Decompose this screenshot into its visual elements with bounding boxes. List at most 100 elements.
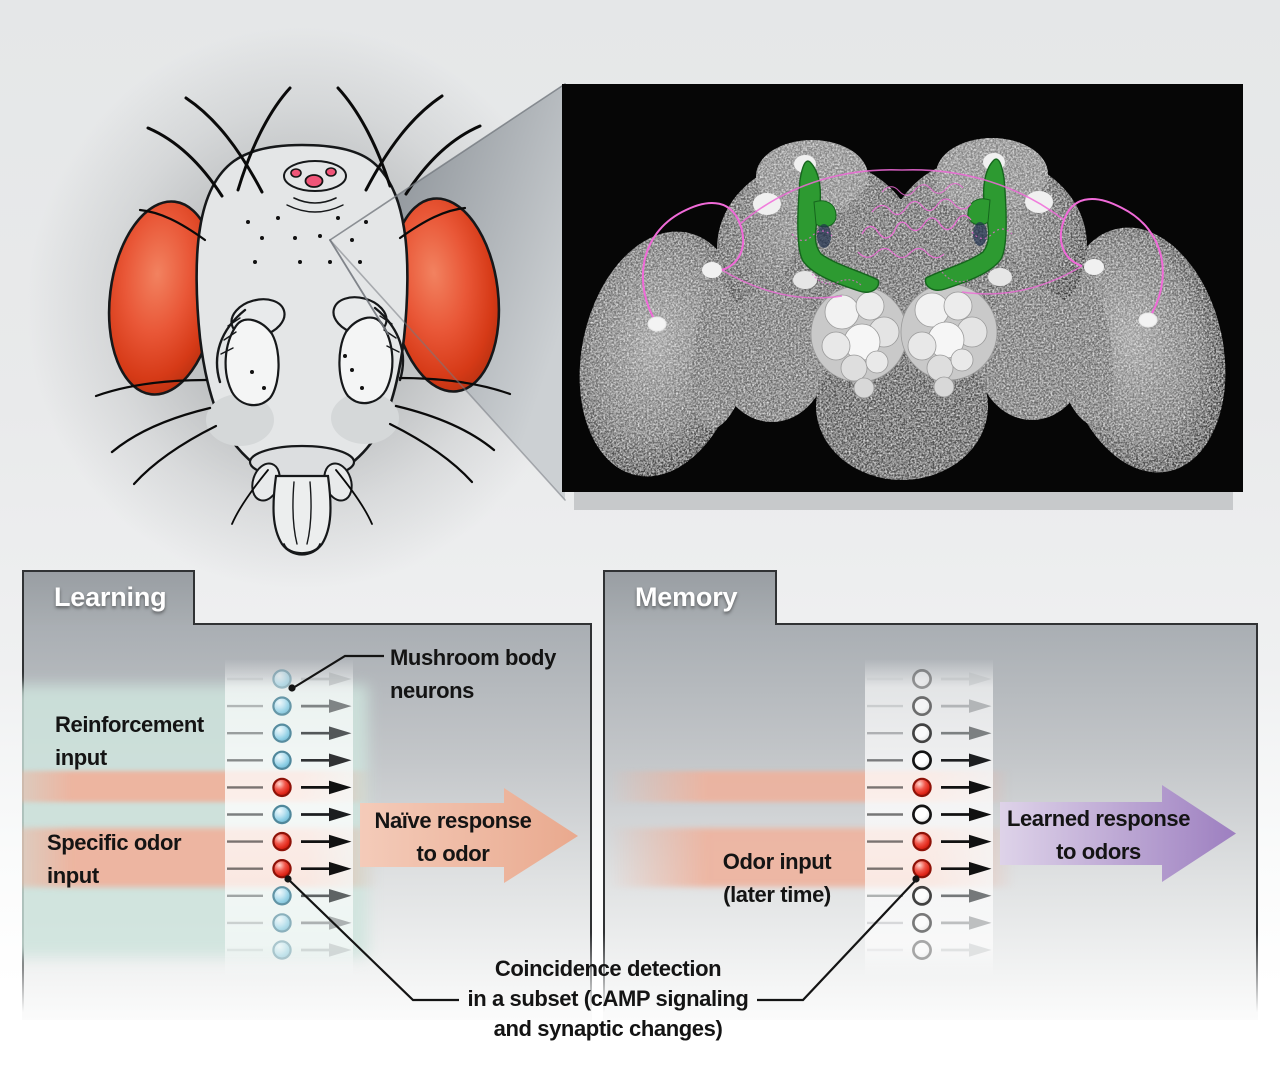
neuron: [912, 669, 932, 689]
output-arrow: [329, 861, 352, 876]
ocellus-center: [304, 174, 324, 188]
neuron-row: [867, 669, 992, 689]
neuron-row: [227, 831, 352, 852]
learning-panel: Naïve response to odor Reinforcement inp…: [22, 570, 592, 1020]
fly-eye-right: [389, 197, 501, 393]
output-arrow: [329, 916, 352, 930]
neuron-row: [227, 777, 352, 798]
odor-input-later-label: Odor input (later time): [722, 849, 832, 907]
head-bristles: [94, 86, 512, 525]
neuron-row: [867, 804, 992, 825]
mushroom-body-neurons-label: Mushroom body neurons: [390, 645, 556, 703]
neuron: [912, 750, 932, 771]
panel-border: [22, 623, 592, 625]
antenna-right: [332, 296, 405, 405]
active-neuron: [272, 777, 292, 798]
neuron: [912, 912, 932, 933]
reinforcement-input-label: Reinforcement input: [55, 712, 204, 770]
neuron: [272, 669, 292, 689]
neuron: [272, 723, 292, 743]
face-speckles: [246, 216, 368, 390]
output-arrow: [329, 672, 352, 686]
neuron-row: [867, 696, 992, 717]
neuron-row: [227, 804, 352, 825]
neuron-row: [867, 858, 992, 879]
active-neuron: [912, 777, 932, 798]
ocellus-right: [325, 167, 337, 177]
memory-title: Memory: [635, 582, 738, 612]
neuron-row: [867, 777, 992, 798]
brain-image-shadow: [574, 492, 1233, 510]
background-glow: [27, 26, 577, 590]
neuron: [912, 723, 932, 744]
neuron: [272, 940, 292, 960]
neuron: [272, 750, 292, 771]
active-neuron: [272, 858, 292, 879]
output-arrow: [329, 780, 352, 795]
output-arrow: [329, 699, 352, 713]
neuron-row: [867, 723, 992, 744]
neuron-row: [867, 831, 992, 852]
fly-eye-left: [107, 200, 219, 396]
output-arrow: [329, 889, 352, 903]
neuron-row: [227, 886, 352, 906]
proboscis: [248, 444, 356, 556]
neuron-row: [227, 858, 352, 879]
neuron-row: [227, 913, 352, 933]
memory-tab: Memory: [603, 570, 777, 625]
output-arrow: [969, 834, 992, 849]
output-arrow: [969, 916, 992, 930]
learned-response-label: Learned response to odors: [1006, 806, 1191, 864]
active-neuron: [912, 831, 932, 852]
projection-wedge: [330, 84, 565, 500]
neuron-traces-magenta: [641, 168, 1164, 332]
learning-title: Learning: [54, 582, 167, 612]
learned-response-arrow: [1000, 785, 1236, 882]
fly-head: [94, 83, 566, 556]
coincidence-detection-label: Coincidence detection in a subset (cAMP …: [467, 956, 749, 1041]
brain-micrograph: [562, 84, 1243, 492]
learning-tab: Learning: [22, 570, 195, 625]
output-arrow: [969, 889, 992, 903]
neuron: [912, 940, 932, 960]
output-arrow: [969, 861, 992, 876]
antenna-left: [215, 298, 286, 407]
neuron: [272, 696, 292, 716]
output-arrow: [969, 726, 992, 740]
output-arrow: [329, 943, 352, 957]
active-neuron: [272, 831, 292, 852]
output-arrow: [969, 780, 992, 795]
mushroom-bodies-green: [797, 158, 1007, 293]
neuron: [272, 804, 292, 825]
neuron-row: [227, 669, 352, 689]
specific-odor-input-label: Specific odor input: [47, 830, 182, 888]
neuron-row: [227, 750, 352, 771]
neuron: [912, 696, 932, 717]
ocelli-mound: [283, 160, 347, 192]
active-neuron: [912, 858, 932, 879]
neuron: [272, 913, 292, 933]
panel-border: [603, 623, 1258, 625]
head-capsule: [195, 143, 409, 483]
dark-blue-accents: [817, 222, 987, 248]
neuron-row: [867, 940, 992, 960]
ocellus-left: [290, 168, 302, 178]
output-arrow: [969, 699, 992, 713]
neuron-row: [867, 885, 992, 906]
naive-response-label: Naïve response to odor: [374, 808, 532, 866]
neuron-row: [227, 696, 352, 716]
neuron-row: [867, 912, 992, 933]
output-arrow: [969, 672, 992, 686]
naive-response-arrow: [360, 788, 578, 883]
memory-panel: Learned response to odors Odor input (la…: [603, 570, 1258, 1020]
output-arrow: [969, 807, 992, 822]
output-arrow: [329, 834, 352, 849]
output-arrow: [329, 753, 352, 768]
memory-panel-body: Learned response to odors Odor input (la…: [603, 623, 1258, 1020]
output-arrow: [329, 807, 352, 822]
memory-neuron-column: [867, 669, 992, 960]
output-arrow: [329, 726, 352, 740]
neuron: [272, 886, 292, 906]
antennal-lobes: [810, 283, 998, 399]
neuron-row: [227, 940, 352, 960]
